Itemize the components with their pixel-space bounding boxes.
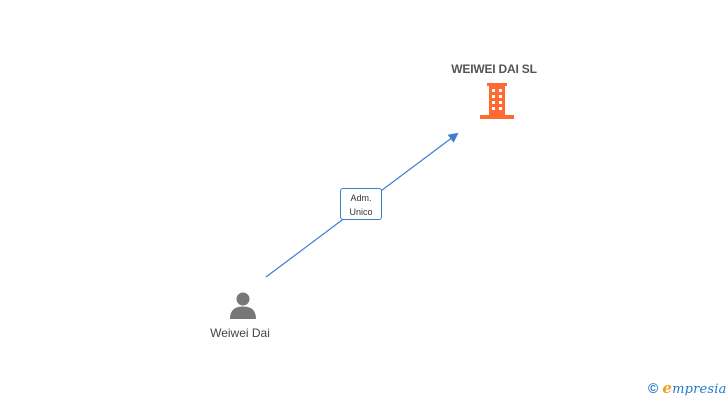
person-name[interactable]: Weiwei Dai — [210, 326, 270, 340]
brand-initial: e — [662, 379, 673, 397]
brand-logo: empresia — [662, 379, 726, 397]
role-label-line1: Adm. — [350, 193, 372, 203]
brand-rest: mpresia — [672, 382, 727, 397]
building-icon[interactable] — [480, 83, 514, 119]
role-label-line2: Unico — [349, 207, 373, 217]
company-name[interactable]: WEIWEI DAI SL — [451, 62, 537, 76]
copyright-icon: © — [648, 380, 659, 396]
footer-brand: © empresia — [648, 378, 727, 398]
role-label[interactable]: Adm. Unico — [340, 188, 382, 220]
person-icon[interactable] — [229, 291, 257, 319]
